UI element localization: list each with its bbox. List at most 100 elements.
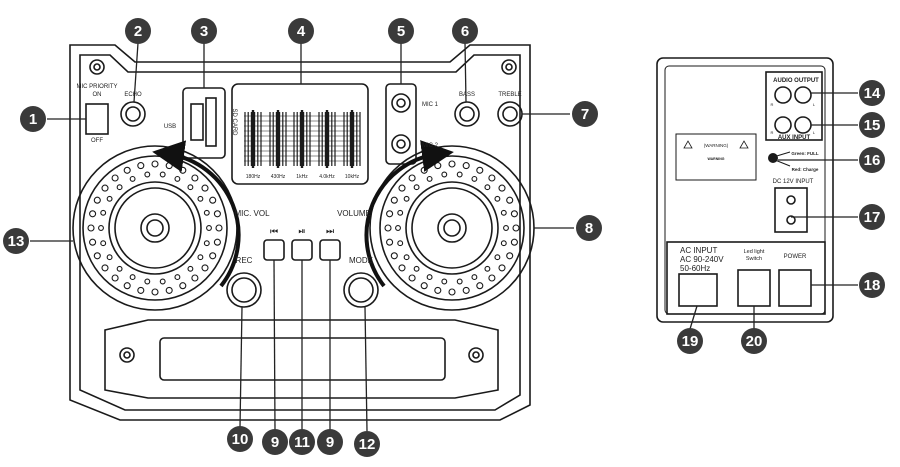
sd-card-slot[interactable] bbox=[205, 97, 217, 147]
led-dot bbox=[206, 225, 212, 231]
callout-bubble bbox=[452, 18, 478, 44]
rec-volume-knob-inner bbox=[231, 277, 257, 303]
warning-triangle-icon bbox=[683, 140, 693, 149]
rec-volume-knob[interactable] bbox=[226, 272, 262, 308]
ac-input-socket[interactable] bbox=[678, 273, 718, 307]
callout-number: 17 bbox=[864, 209, 881, 226]
front-panel-outline bbox=[69, 44, 531, 421]
leader-line bbox=[133, 42, 139, 103]
callout-number: 20 bbox=[746, 333, 763, 350]
callout-number: 4 bbox=[297, 23, 306, 40]
led-dot bbox=[390, 252, 398, 260]
callout-bubble bbox=[354, 431, 380, 457]
led-dot bbox=[151, 288, 159, 296]
mic2-label: MIC 2 bbox=[422, 143, 439, 149]
led-dot bbox=[484, 265, 491, 272]
led-dot bbox=[129, 175, 136, 182]
handle-outline bbox=[104, 319, 499, 399]
mic1-jack[interactable] bbox=[391, 93, 411, 113]
power-switch[interactable] bbox=[778, 269, 812, 307]
eq-freq-label: 430Hz bbox=[271, 174, 286, 180]
audio-output-l-jack[interactable] bbox=[794, 86, 812, 104]
off-label: OFF bbox=[91, 138, 103, 144]
callout-bubble bbox=[859, 272, 885, 298]
audio-output-r-jack[interactable] bbox=[774, 86, 792, 104]
mode-volume-knob[interactable] bbox=[343, 272, 379, 308]
led-dot bbox=[413, 184, 420, 191]
audio-jack-block bbox=[765, 71, 823, 141]
led-dot bbox=[500, 240, 507, 247]
callout-bubble bbox=[859, 112, 885, 138]
warning-title: (WARNING) bbox=[704, 143, 729, 148]
dc-input-socket[interactable] bbox=[774, 187, 808, 233]
led-dot bbox=[203, 240, 210, 247]
led-dot bbox=[386, 210, 394, 218]
echo-knob[interactable] bbox=[120, 101, 146, 127]
led-dot bbox=[209, 196, 217, 204]
green-full-label: Green: FULL bbox=[791, 151, 819, 156]
rear-power-block bbox=[666, 241, 826, 315]
led-dot bbox=[498, 184, 506, 192]
leader-line bbox=[364, 306, 368, 432]
treble-knob[interactable] bbox=[497, 101, 523, 127]
bass-knob-center bbox=[459, 106, 475, 122]
led-dot bbox=[123, 166, 131, 174]
led-dot bbox=[403, 195, 410, 202]
mic1-jack-center bbox=[396, 98, 406, 108]
treble-label: TREBLE bbox=[498, 92, 521, 98]
led-dot bbox=[137, 286, 145, 294]
callout-number: 19 bbox=[682, 333, 699, 350]
eq-display bbox=[231, 83, 369, 185]
usb-port[interactable] bbox=[190, 103, 204, 141]
right-speaker-cap-inner bbox=[443, 219, 461, 237]
aux-input-l-jack[interactable] bbox=[794, 116, 812, 134]
bass-knob[interactable] bbox=[454, 101, 480, 127]
led-dot bbox=[448, 160, 456, 168]
next-button[interactable] bbox=[319, 239, 341, 261]
l-label: L bbox=[813, 102, 816, 107]
led-dot bbox=[151, 160, 159, 168]
audio-output-label: AUDIO OUTPUT bbox=[773, 78, 819, 84]
rear-panel-outline bbox=[656, 57, 834, 323]
callout-bubble bbox=[859, 147, 885, 173]
aux-input-r-jack[interactable] bbox=[774, 116, 792, 134]
eq-bars bbox=[244, 110, 361, 168]
led-dot bbox=[144, 278, 151, 285]
leader-line bbox=[464, 42, 467, 103]
callout-bubble bbox=[572, 101, 598, 127]
screw-icon bbox=[123, 351, 131, 359]
prev-button[interactable] bbox=[263, 239, 285, 261]
led-dot bbox=[398, 264, 406, 272]
mic2-jack[interactable] bbox=[391, 134, 411, 154]
led-light-switch[interactable] bbox=[737, 269, 771, 307]
play-pause-button[interactable] bbox=[291, 239, 313, 261]
callout-number: 13 bbox=[8, 233, 25, 250]
volume-label: VOLUME bbox=[337, 209, 371, 218]
screw-icon bbox=[93, 63, 101, 71]
leader-line bbox=[689, 305, 698, 330]
callout-bubble bbox=[859, 204, 885, 230]
left-speaker-ring bbox=[72, 145, 238, 311]
callout-bubble bbox=[859, 80, 885, 106]
rec-label: REC bbox=[236, 256, 253, 265]
led-dot bbox=[448, 288, 456, 296]
front-panel-labels: MIC PRIORITY ON OFF ECHO USB SD CARD MIC… bbox=[76, 84, 521, 265]
callout-bubble bbox=[317, 429, 343, 455]
mic1-label: MIC 1 bbox=[422, 102, 439, 108]
callout-number: 11 bbox=[294, 434, 310, 451]
callout-number: 12 bbox=[359, 436, 376, 453]
mic-priority-switch[interactable] bbox=[85, 103, 109, 135]
callout-number: 6 bbox=[461, 23, 469, 40]
callout-number: 3 bbox=[200, 23, 208, 40]
echo-label: ECHO bbox=[124, 92, 142, 98]
callout-number: 5 bbox=[397, 23, 405, 40]
led-dot bbox=[89, 210, 97, 218]
mic-priority-label: MIC PRIORITY bbox=[76, 84, 117, 90]
ac-frequency-label: 50-60Hz bbox=[680, 264, 710, 273]
led-dot bbox=[123, 282, 131, 290]
led-dot bbox=[100, 209, 107, 216]
led-dot bbox=[420, 166, 428, 174]
callout-bubble bbox=[262, 429, 288, 455]
led-dot bbox=[213, 210, 221, 218]
